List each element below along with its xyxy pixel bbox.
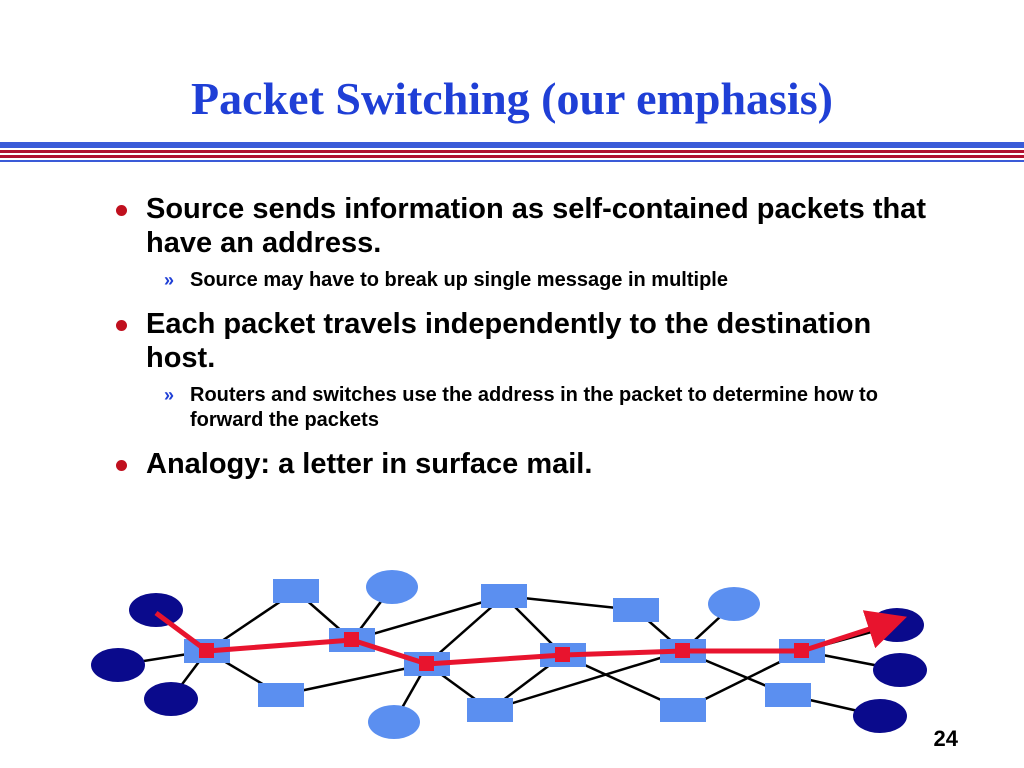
bullet-3: Analogy: a letter in surface mail. [112,447,932,481]
bullet-1-text: Source sends information as self-contain… [146,193,926,259]
bullet-2-text: Each packet travels independently to the… [146,308,872,374]
packet-path [154,610,908,667]
packet-marker [419,656,434,671]
sub-bullet-marker-icon: » [164,385,175,405]
slide-title: Packet Switching (our emphasis) [191,73,833,124]
sub-bullet-1-1: » Source may have to break up single mes… [112,268,932,293]
bullet-dot-icon [116,460,127,471]
router-box [660,698,706,722]
packet-markers [199,632,809,671]
host-dark [91,648,145,682]
title-rule-blue [0,142,1024,148]
packet-marker [675,643,690,658]
sub-bullet-1-1-text: Source may have to break up single messa… [190,269,728,291]
router-box [258,683,304,707]
host-light [368,705,420,739]
sub-bullet-2-1: » Routers and switches use the address i… [112,383,932,433]
host-light [708,587,760,621]
bullet-dot-icon [116,320,127,331]
host-dark [853,699,907,733]
bullet-2: Each packet travels independently to the… [112,307,932,375]
title-rule-red-2 [0,155,1024,158]
page-number: 24 [933,726,958,751]
router-box [273,579,319,603]
router-box [613,598,659,622]
title-rule-red-1 [0,150,1024,153]
bullet-dot-icon [116,205,127,216]
bullet-1: Source sends information as self-contain… [112,192,932,260]
host-dark [873,653,927,687]
packet-marker [344,632,359,647]
bullet-list: Source sends information as self-contain… [112,192,932,489]
host-dark [129,593,183,627]
host-light [366,570,418,604]
packet-marker [555,647,570,662]
light-hosts [366,570,760,739]
host-dark [144,682,198,716]
title-rule-blue-2 [0,160,1024,162]
router-box [765,683,811,707]
sub-bullet-2-1-text: Routers and switches use the address in … [190,384,878,431]
router-box [467,698,513,722]
packet-marker [794,643,809,658]
sub-bullet-marker-icon: » [164,270,175,290]
bullet-3-text: Analogy: a letter in surface mail. [146,448,593,480]
packet-marker [199,643,214,658]
router-box [481,584,527,608]
